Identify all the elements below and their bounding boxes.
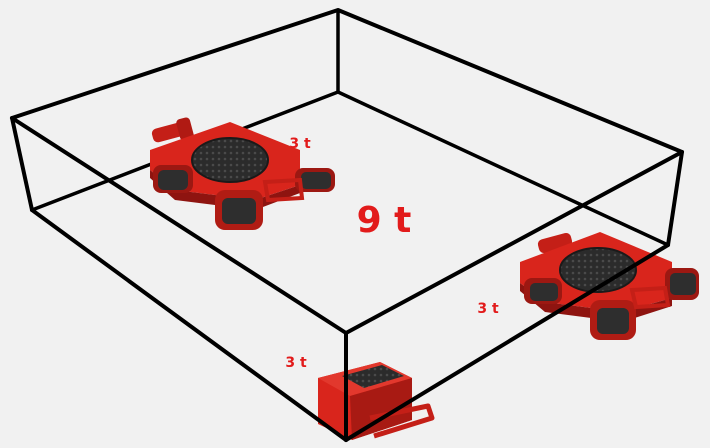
skate-front-icon bbox=[318, 362, 432, 440]
box-edge-right-vertical bbox=[668, 152, 682, 245]
skate-capacity-label-front: 3 t bbox=[285, 355, 307, 371]
skate-right-icon bbox=[520, 232, 699, 340]
box-edge-bottom-front-right bbox=[346, 245, 668, 440]
skate-top-left-icon bbox=[150, 117, 335, 230]
box-edge-bottom-front-left bbox=[32, 210, 346, 440]
skate-capacity-label-top: 3 t bbox=[289, 136, 311, 152]
box-front-edges bbox=[12, 10, 682, 440]
total-load-label: 9 t bbox=[357, 200, 412, 241]
skate-capacity-label-right: 3 t bbox=[477, 301, 499, 317]
box-edge-left-vertical bbox=[12, 118, 32, 210]
